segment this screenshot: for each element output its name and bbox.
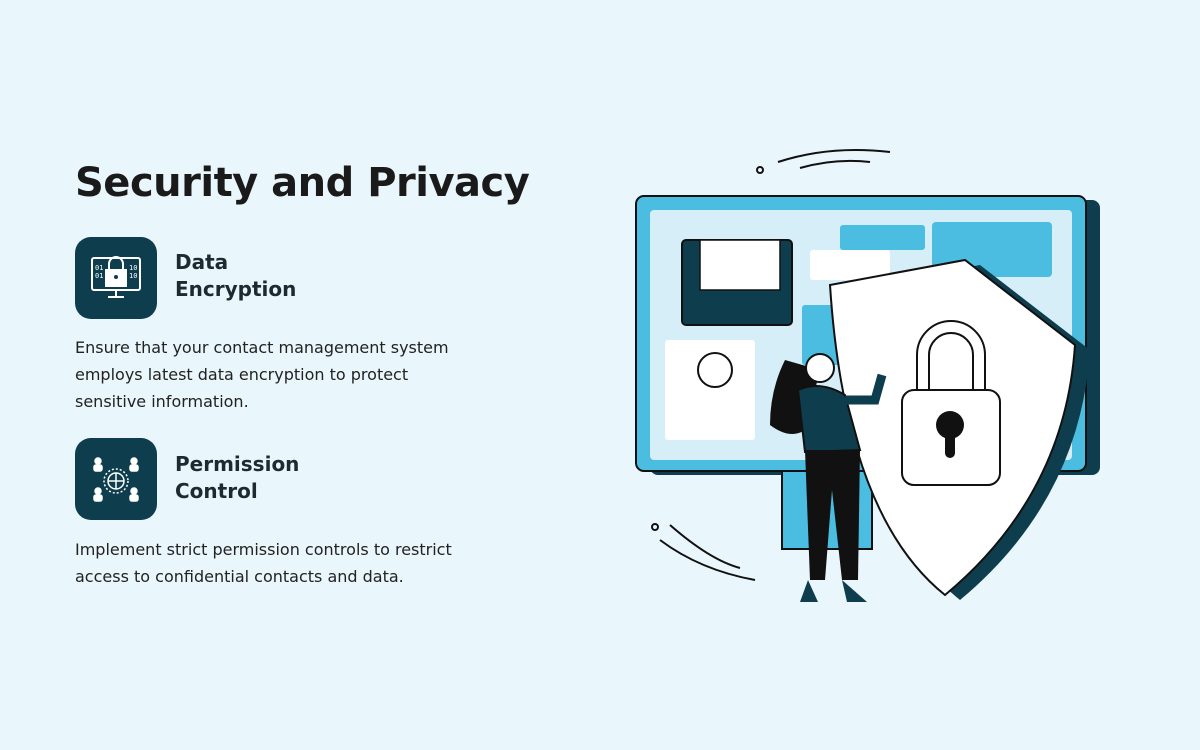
feature-title-line: Control bbox=[175, 479, 258, 503]
feature-title-line: Data bbox=[175, 250, 229, 274]
svg-text:10: 10 bbox=[129, 272, 137, 280]
feature-title-line: Encryption bbox=[175, 277, 297, 301]
security-illustration bbox=[635, 148, 1100, 602]
feature-title-line: Permission bbox=[175, 452, 300, 476]
feature-description: Implement strict permission controls to … bbox=[75, 540, 452, 586]
svg-text:01: 01 bbox=[95, 264, 103, 272]
woman-figure bbox=[770, 353, 887, 602]
feature-title-data-encryption: Data Encryption bbox=[175, 249, 296, 303]
data-encryption-icon: 01 01 10 10 bbox=[75, 237, 157, 319]
svg-text:01: 01 bbox=[95, 272, 103, 280]
feature-title-permission-control: Permission Control bbox=[175, 451, 299, 505]
permission-control-icon bbox=[75, 438, 157, 520]
svg-text:10: 10 bbox=[129, 264, 137, 272]
page-title: Security and Privacy bbox=[75, 160, 530, 206]
feature-description: Ensure that your contact management syst… bbox=[75, 338, 449, 411]
